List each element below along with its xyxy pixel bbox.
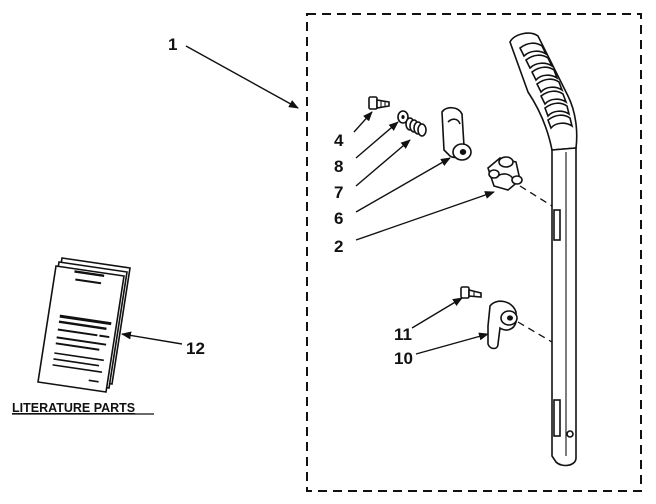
assembly-boundary xyxy=(306,13,642,492)
callout-11: 11 xyxy=(394,325,412,344)
callout-2: 2 xyxy=(334,237,343,256)
screw-part-4 xyxy=(368,96,390,110)
cord-hook-part-10 xyxy=(487,300,518,350)
leader-1 xyxy=(185,45,299,109)
callout-4: 4 xyxy=(334,131,344,150)
clamp-part-2 xyxy=(487,156,523,191)
leader-2 xyxy=(355,191,495,241)
callout-7: 7 xyxy=(334,183,343,202)
callout-12: 12 xyxy=(186,339,205,358)
spring-part-7 xyxy=(405,117,427,137)
callout-10: 10 xyxy=(394,349,413,368)
callout-8: 8 xyxy=(334,157,343,176)
callout-1: 1 xyxy=(168,35,177,54)
leader-12 xyxy=(121,331,183,345)
literature-parts-heading: LITERATURE PARTS xyxy=(12,401,135,415)
handle-assembly-drawing xyxy=(509,32,578,467)
leader-7 xyxy=(355,139,411,187)
assembly-line-lower xyxy=(517,321,553,343)
leader-6 xyxy=(355,157,451,213)
screw-part-11 xyxy=(460,286,482,299)
leader-11 xyxy=(411,297,463,329)
callout-6: 6 xyxy=(334,209,343,228)
literature-booklet-drawing xyxy=(37,257,131,393)
grip-ridges xyxy=(518,42,574,130)
washer-part-8 xyxy=(397,110,409,124)
assembly-line-upper xyxy=(519,185,553,207)
leader-10 xyxy=(415,332,489,355)
leader-8 xyxy=(355,121,399,159)
leader-4 xyxy=(353,111,373,133)
cord-hook-part-6 xyxy=(441,106,472,161)
